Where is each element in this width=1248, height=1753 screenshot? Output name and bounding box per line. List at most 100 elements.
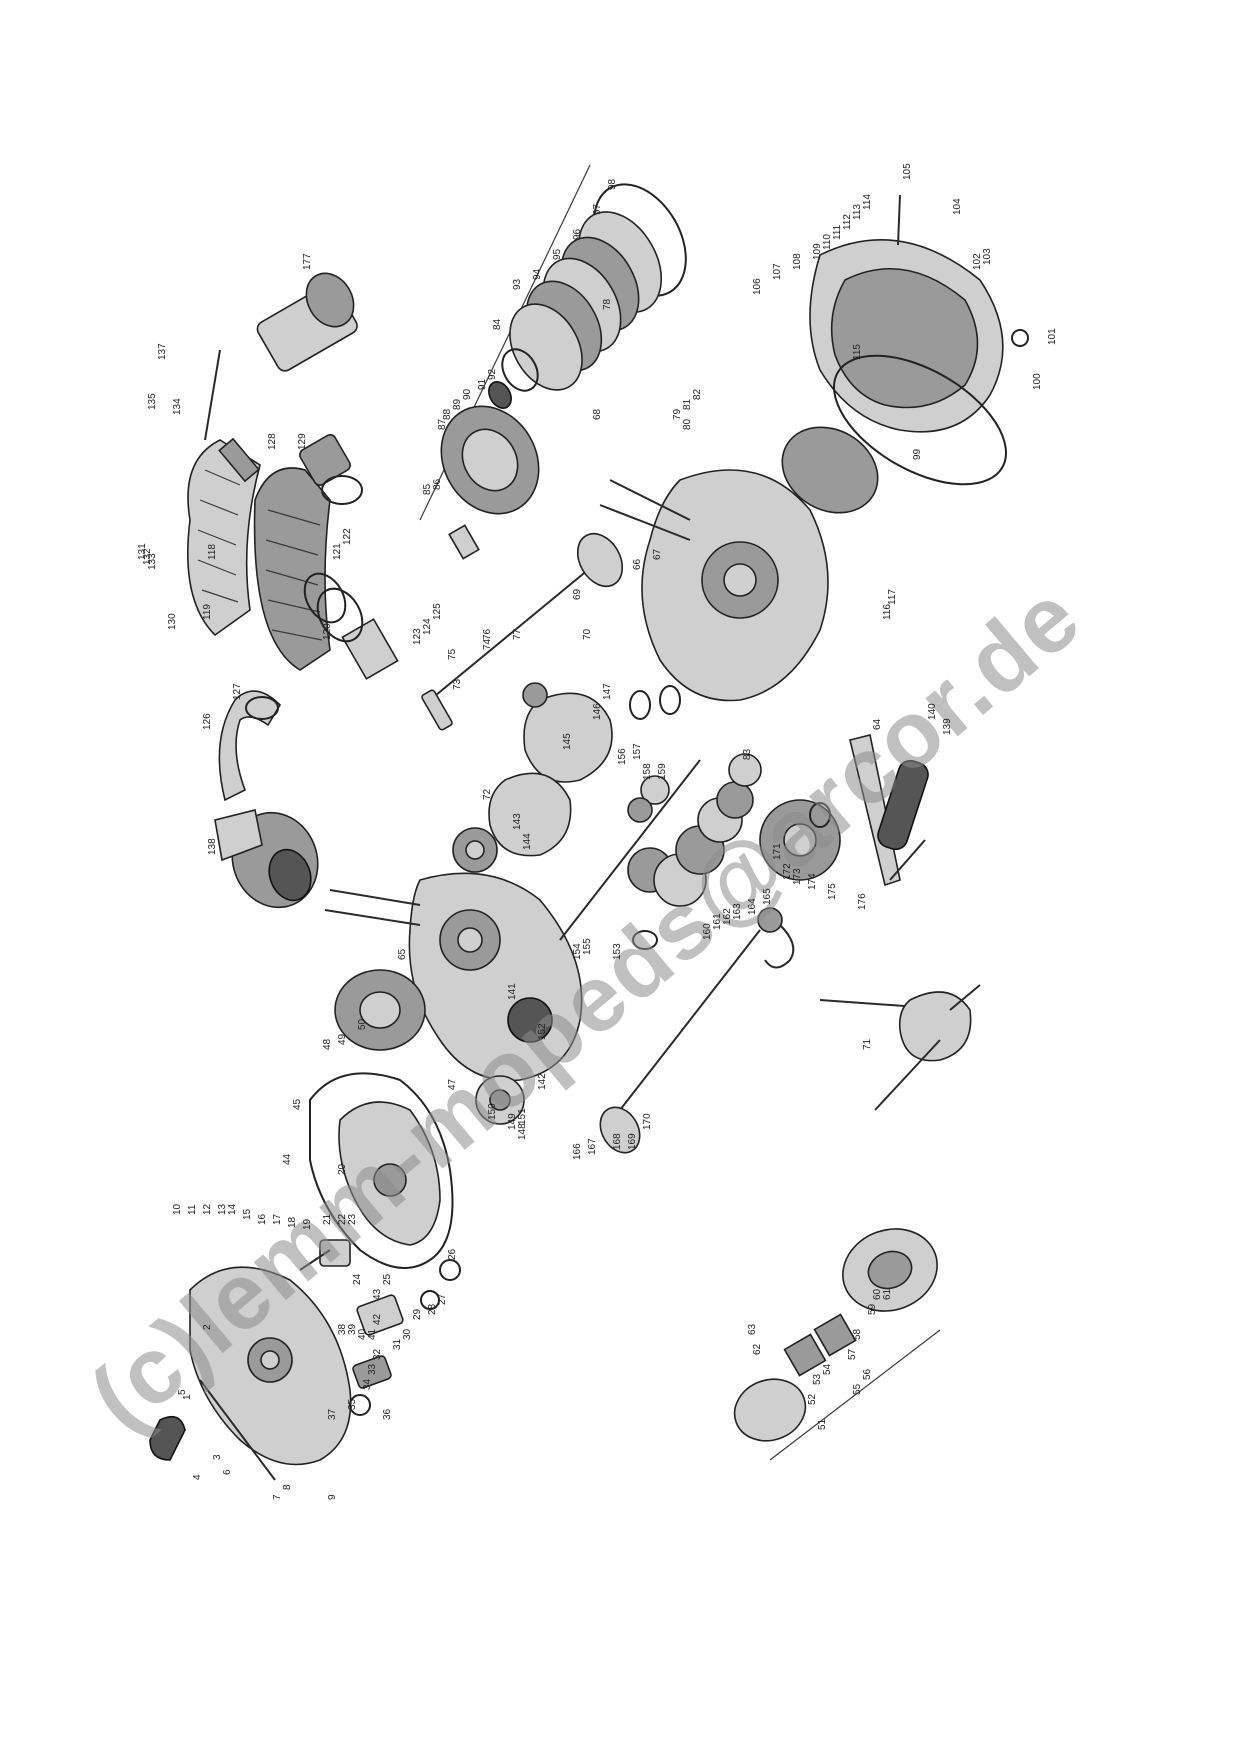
callout-number: 24 [352, 1273, 363, 1285]
callout-number: 150 [487, 1103, 498, 1120]
callout-number: 39 [347, 1323, 358, 1335]
callout-number: 173 [792, 868, 803, 885]
callout-number: 32 [372, 1348, 383, 1360]
callout-number: 63 [747, 1323, 758, 1335]
callout-number: 102 [972, 253, 983, 270]
callout-number: 107 [772, 263, 783, 280]
callout-number: 106 [752, 278, 763, 295]
callout-number: 9 [327, 1494, 338, 1500]
callout-number: 161 [712, 913, 723, 930]
callout-number: 111 [832, 224, 843, 240]
callout-number: 59 [867, 1303, 878, 1315]
callout-number: 146 [592, 703, 603, 720]
callout-number: 114 [862, 194, 873, 210]
callout-number: 118 [207, 544, 218, 560]
callout-number: 54 [822, 1363, 833, 1375]
callout-number: 177 [302, 253, 313, 270]
callout-number: 134 [172, 398, 183, 415]
callout-number: 162 [722, 908, 733, 925]
crankshaft-right [819, 984, 981, 1111]
callout-number: 42 [372, 1313, 383, 1325]
callout-number: 164 [747, 898, 758, 915]
callout-number: 8 [282, 1484, 293, 1490]
callout-number: 51 [817, 1418, 828, 1430]
callout-number: 149 [507, 1113, 518, 1130]
callout-number: 165 [762, 888, 773, 905]
callout-number: 20 [337, 1163, 348, 1175]
callout-number: 26 [447, 1248, 458, 1260]
callout-number: 12 [202, 1203, 213, 1215]
callout-number: 80 [682, 418, 693, 430]
outer-left-cover [149, 1266, 352, 1481]
callout-number: 141 [507, 983, 518, 1000]
callout-number: 27 [437, 1293, 448, 1305]
callout-number: 67 [652, 548, 663, 560]
gearbox-gears [559, 685, 841, 950]
callout-number: 108 [792, 253, 803, 270]
callout-number: 175 [827, 883, 838, 900]
callout-number: 62 [752, 1343, 763, 1355]
callout-number: 174 [807, 873, 818, 890]
callout-number: 15 [242, 1208, 253, 1220]
callout-number: 77 [512, 628, 523, 640]
callout-number: 98 [607, 178, 618, 190]
crankshaft-center [421, 532, 624, 873]
callout-number: 154 [572, 943, 583, 960]
callout-number: 69 [572, 588, 583, 600]
callout-number: 38 [337, 1323, 348, 1335]
callout-number: 64 [872, 718, 883, 730]
callout-number: 109 [812, 243, 823, 260]
callout-number: 11 [187, 1204, 198, 1215]
callout-number: 60 [872, 1288, 883, 1300]
callout-number: 148 [517, 1123, 528, 1140]
callout-number: 1 [182, 1394, 193, 1400]
cylinder-and-head [187, 439, 399, 680]
callout-number: 153 [612, 943, 623, 960]
kickstart-shaft [599, 907, 795, 1154]
callout-number: 147 [602, 683, 613, 700]
callout-number: 94 [532, 268, 543, 280]
callout-number: 73 [452, 678, 463, 690]
crankcase-left-half [324, 872, 583, 1082]
callout-number: 91 [477, 378, 488, 390]
callout-number: 33 [367, 1363, 378, 1375]
clutch-assembly [419, 164, 687, 560]
callout-number: 99 [912, 448, 923, 460]
callout-number: 6 [222, 1469, 233, 1475]
callout-number: 140 [927, 703, 938, 720]
callout-number: 125 [432, 603, 443, 620]
callout-number: 72 [482, 788, 493, 800]
callout-number: 122 [342, 528, 353, 545]
callout-number: 130 [167, 613, 178, 630]
callout-number: 137 [157, 343, 168, 360]
callout-number: 131 [137, 543, 148, 560]
callout-number: 97 [592, 203, 603, 215]
callout-number: 19 [302, 1218, 313, 1230]
callout-number: 18 [287, 1216, 298, 1228]
callout-number: 21 [322, 1213, 333, 1225]
callout-number: 93 [512, 278, 523, 290]
callout-number: 29 [412, 1308, 423, 1320]
condenser-part [204, 272, 363, 505]
callout-number: 52 [807, 1393, 818, 1405]
callout-number: 78 [602, 298, 613, 310]
callout-number: 82 [692, 388, 703, 400]
callout-number: 103 [982, 248, 993, 265]
callout-number: 36 [382, 1408, 393, 1420]
callout-number: 157 [632, 743, 643, 760]
callout-number: 5 [177, 1389, 188, 1395]
callout-number: 76 [482, 628, 493, 640]
callout-number: 166 [572, 1143, 583, 1160]
callout-number: 124 [422, 618, 433, 635]
callout-number: 138 [207, 838, 218, 855]
callout-number: 121 [332, 543, 343, 560]
callout-number: 90 [462, 388, 473, 400]
callout-number: 127 [232, 683, 243, 700]
callout-number: 66 [632, 558, 643, 570]
callout-number: 2 [202, 1324, 213, 1330]
callout-number: 74 [482, 638, 493, 650]
callout-number: 61 [882, 1288, 893, 1300]
callout-number: 79 [672, 408, 683, 420]
callout-number: 151 [517, 1108, 528, 1125]
